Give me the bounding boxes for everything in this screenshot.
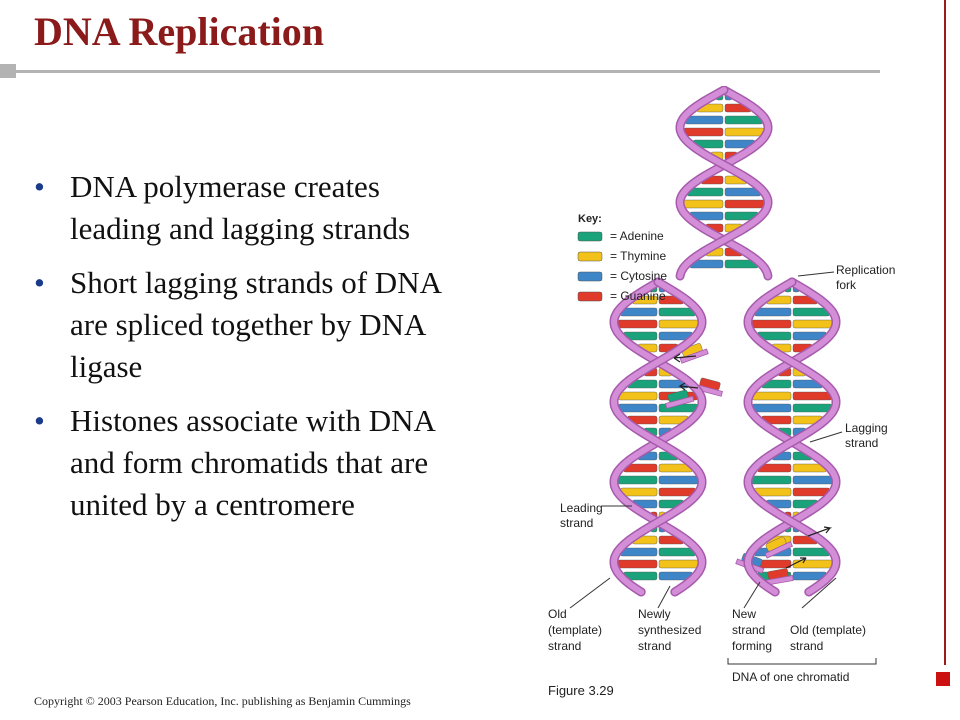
base-pair-rung — [616, 319, 658, 329]
label-replication-fork-2: fork — [836, 278, 857, 292]
label-newly-synthesized: Newly — [638, 607, 671, 621]
base-pair-rung — [616, 475, 658, 485]
chromatid-bracket — [727, 658, 877, 665]
okazaki-fragment — [764, 568, 794, 586]
label-lagging-strand: Lagging — [845, 421, 888, 435]
corner-accent — [0, 64, 16, 78]
title-divider — [16, 70, 880, 73]
base-pair-rung — [658, 475, 700, 485]
slide-title: DNA Replication — [34, 9, 324, 54]
key-swatch — [577, 251, 603, 262]
base-pair-rung — [620, 547, 658, 557]
base-pair-rung — [792, 475, 834, 485]
label-old-template-right: Old (template) — [790, 623, 866, 637]
bullet-text: Short lagging strands of DNA are spliced… — [70, 265, 441, 384]
label-leading-strand-2: strand — [560, 516, 593, 530]
base-pair-rung — [683, 127, 724, 137]
figure-caption: Figure 3.29 — [548, 683, 614, 698]
base-pair-rung — [684, 115, 724, 125]
base-pair-rung — [658, 559, 700, 569]
base-pair-rung — [752, 403, 792, 413]
okazaki-fragment — [693, 377, 723, 397]
base-pair-rung — [724, 199, 766, 209]
left-daughter-helix-strand-a — [610, 279, 706, 595]
key-title: Key: — [578, 213, 602, 225]
base-pair-rung — [792, 391, 832, 401]
bullet-text: DNA polymerase creates leading and laggi… — [70, 169, 411, 246]
key-label: = Thymine — [610, 249, 666, 263]
base-pair-rung — [618, 403, 658, 413]
bullet-item: • Short lagging strands of DNA are splice… — [34, 262, 464, 388]
base-pair-rung — [792, 403, 832, 413]
okazaki-fragment — [665, 389, 695, 409]
base-pair-rung — [750, 319, 792, 329]
label-newly-synthesized-2: synthesized — [638, 623, 701, 637]
base-pair-rung — [658, 487, 696, 497]
corner-square-icon — [936, 672, 950, 686]
bullet-item: • DNA polymerase creates leading and lagg… — [34, 166, 464, 250]
base-pair-rung — [792, 319, 834, 329]
bullet-text: Histones associate with DNA and form chr… — [70, 403, 435, 522]
label-leading-strand: Leading — [560, 501, 603, 515]
label-replication-fork: Replication — [836, 263, 895, 277]
right-edge-line — [944, 0, 946, 665]
arrow-icons — [673, 353, 833, 569]
label-old-template-left: Old — [548, 607, 567, 621]
base-pair-rung — [792, 547, 830, 557]
base-pair-rung — [754, 487, 792, 497]
bullet-icon: • — [34, 265, 45, 300]
label-lagging-strand-2: strand — [845, 436, 878, 450]
key-swatch — [577, 291, 603, 302]
base-pair-rung — [682, 199, 724, 209]
key-label: = Adenine — [610, 229, 664, 243]
right-daughter-helix-strand-b — [744, 279, 840, 595]
base-pair-rung — [620, 307, 658, 317]
parent-helix-strand-a — [676, 87, 772, 279]
key-swatch — [577, 231, 603, 242]
key-swatch — [577, 271, 603, 282]
right-daughter-helix-strand-a — [744, 279, 840, 595]
base-pair-rung — [658, 307, 696, 317]
base-pair-rung — [620, 487, 658, 497]
label-newly-synthesized-3: strand — [638, 639, 671, 653]
fragment-backbone — [764, 541, 794, 559]
label-old-template-right-2: strand — [790, 639, 823, 653]
fragment-backbone — [665, 395, 695, 409]
label-new-strand-forming: New — [732, 607, 756, 621]
label-new-strand-forming-2: strand — [732, 623, 765, 637]
label-dna-one-chromatid: DNA of one chromatid — [732, 670, 849, 684]
base-pair-rung — [754, 307, 792, 317]
label-old-template-left-3: strand — [548, 639, 581, 653]
bullet-list: • DNA polymerase creates leading and lagg… — [34, 166, 464, 538]
copyright-notice: Copyright © 2003 Pearson Education, Inc.… — [34, 694, 411, 708]
base-pair-rung — [658, 547, 696, 557]
base-pair-rung — [792, 307, 830, 317]
okazaki-fragment — [764, 536, 794, 559]
parent-helix-strand-b — [676, 87, 772, 279]
bullet-icon: • — [34, 169, 45, 204]
figure-key: Key: = Adenine = Thymine = Cytosine = Guani… — [577, 213, 667, 303]
key-label: = Guanine — [610, 289, 666, 303]
label-leader-lines — [569, 271, 843, 609]
label-new-strand-forming-3: forming — [732, 639, 772, 653]
base-pair-rung — [724, 115, 763, 125]
base-pair-rung — [658, 319, 700, 329]
base-pair-rung — [752, 391, 792, 401]
label-old-template-left-2: (template) — [548, 623, 602, 637]
base-pair-rung — [724, 127, 765, 137]
bullet-icon: • — [34, 403, 45, 438]
helix-backbones — [609, 86, 841, 597]
bullet-item: • Histones associate with DNA and form ch… — [34, 400, 464, 526]
base-pair-rung — [618, 391, 658, 401]
base-pair-rung — [792, 487, 830, 497]
base-pair-rung — [616, 559, 658, 569]
left-daughter-helix-strand-b — [610, 279, 706, 595]
base-pair-rung — [750, 475, 792, 485]
dna-replication-diagram: Key: = Adenine = Thymine = Cytosine = Guani… — [548, 86, 895, 684]
key-label: = Cytosine — [610, 269, 667, 283]
